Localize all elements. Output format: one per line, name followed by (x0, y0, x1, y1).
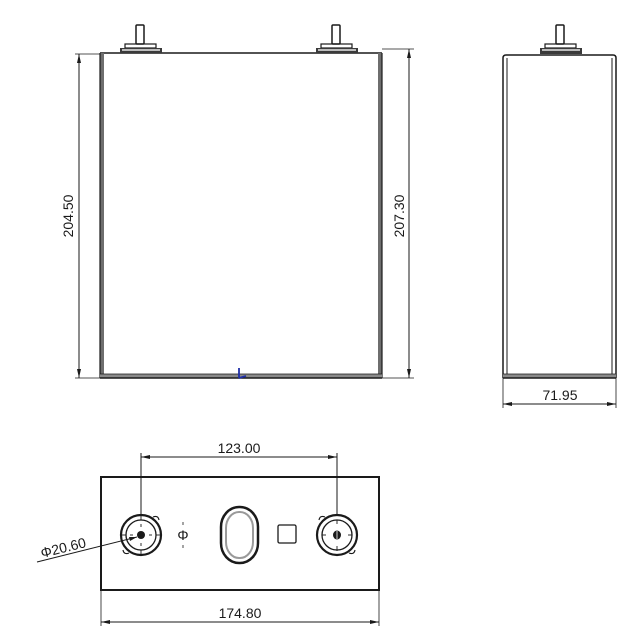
top-terminal-left (119, 513, 163, 557)
dimension-total-height: 207.30 (382, 48, 414, 379)
dim-label-width: 174.80 (219, 605, 262, 621)
fill-port (277, 524, 297, 544)
origin-marker-icon (238, 368, 247, 379)
arrow-down-icon (77, 369, 81, 378)
top-body (100, 476, 380, 591)
arrow-left-icon (503, 402, 512, 406)
dim-label-thickness: 71.95 (542, 387, 577, 403)
side-terminal (540, 24, 582, 54)
dimension-width: 174.80 (100, 590, 380, 626)
svg-text:Φ: Φ (177, 527, 188, 543)
arrow-right-icon (328, 455, 337, 459)
arrow-right-icon (370, 620, 379, 624)
dim-label-terminal-diameter: Φ20.60 (39, 534, 88, 561)
side-view: 71.95 (502, 24, 617, 408)
diameter-symbol-icon: Φ (177, 522, 189, 548)
front-terminal-right (316, 24, 358, 53)
top-terminal-right (315, 513, 359, 557)
arrow-down-icon (407, 369, 411, 378)
dim-label-total-height: 207.30 (391, 194, 407, 237)
dimension-thickness: 71.95 (502, 378, 617, 408)
dimension-body-height: 204.50 (60, 53, 100, 379)
dim-label-terminal-spacing: 123.00 (218, 440, 261, 456)
arrow-icon (129, 537, 137, 541)
arrow-up-icon (407, 49, 411, 58)
front-terminal-left (120, 24, 162, 53)
side-body (502, 54, 617, 379)
safety-vent (219, 505, 260, 565)
dim-label-body-height: 204.50 (60, 194, 76, 237)
dimension-terminal-spacing: 123.00 (140, 440, 338, 515)
arrow-right-icon (607, 402, 616, 406)
arrow-left-icon (101, 620, 110, 624)
front-view: 204.50 207.30 (60, 24, 414, 379)
top-view: Φ (36, 440, 380, 626)
arrow-up-icon (77, 54, 81, 63)
arrow-left-icon (141, 455, 150, 459)
front-body (99, 52, 383, 379)
